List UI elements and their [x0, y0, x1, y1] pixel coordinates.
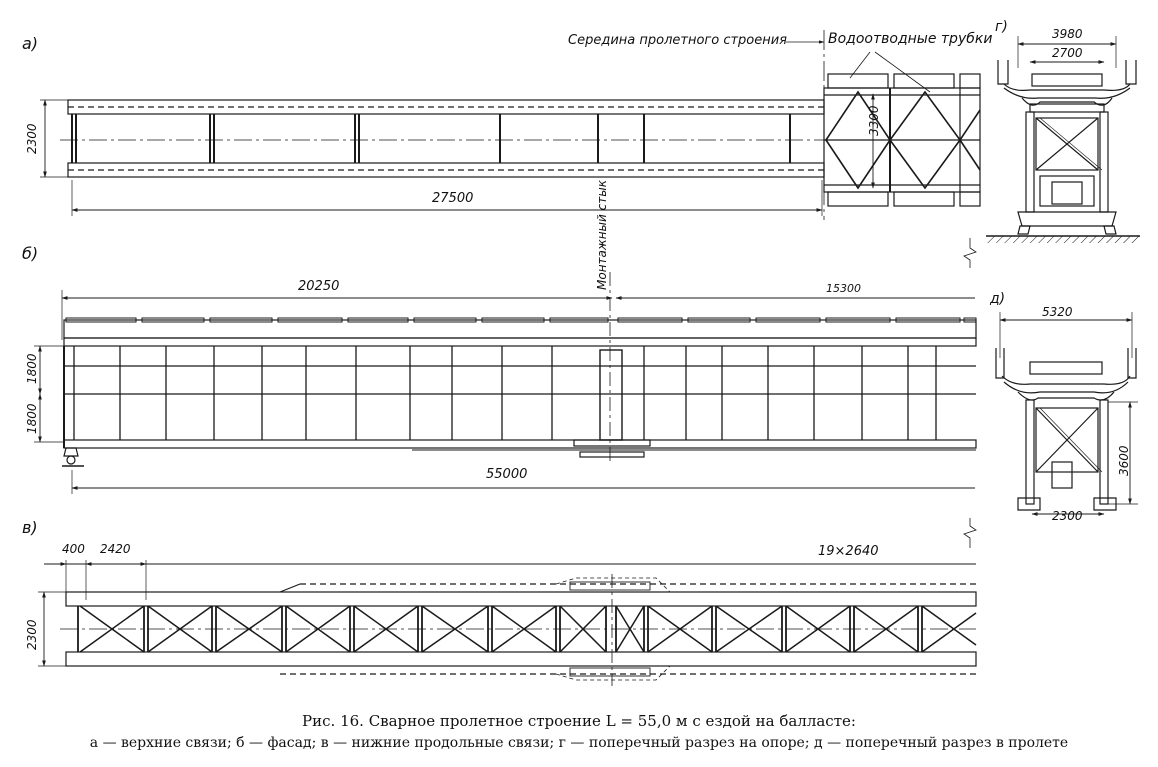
figure-caption-legend: а — верхние связи; б — фасад; в — нижние… [89, 735, 1069, 751]
dim-b-lower: 1800 [25, 403, 39, 434]
dim-v-panels: 19×2640 [818, 544, 879, 559]
dim-d-base: 2300 [1052, 509, 1083, 523]
view-label-d: д) [990, 291, 1006, 307]
dim-b-right: 15300 [826, 282, 861, 295]
dim-b-total: 55000 [486, 467, 528, 482]
view-label-g: г) [995, 19, 1008, 35]
view-label-b: б) [22, 244, 39, 263]
view-d-section-span [995, 312, 1138, 516]
dim-a-diag: 3300 [867, 105, 881, 136]
dim-a-height: 2300 [25, 123, 39, 154]
dim-b-upper: 1800 [25, 353, 39, 384]
dim-v-first: 400 [62, 542, 85, 556]
dim-g-inner: 2700 [1052, 46, 1083, 60]
view-b-elevation [34, 272, 977, 494]
view-label-a: а) [22, 34, 39, 53]
dim-v-second: 2420 [100, 542, 131, 556]
drain-pipes-note: Водоотводные трубки [828, 31, 993, 47]
figure-caption-title: Рис. 16. Сварное пролетное строение L = … [302, 712, 856, 730]
dim-g-top: 3980 [1052, 27, 1083, 41]
dim-d-height: 3600 [1117, 445, 1131, 476]
view-v-bottom-bracing [38, 560, 977, 686]
field-joint-note: Монтажный стык [595, 180, 609, 290]
dim-d-top: 5320 [1042, 305, 1073, 319]
dim-a-length: 27500 [432, 191, 474, 206]
dim-v-height: 2300 [25, 619, 39, 650]
view-a-top-bracing [40, 30, 981, 220]
view-label-v: в) [22, 518, 38, 537]
midspan-note: Середина пролетного строения [568, 33, 788, 48]
dim-b-left: 20250 [298, 279, 340, 294]
view-g-section-support [986, 36, 1140, 243]
